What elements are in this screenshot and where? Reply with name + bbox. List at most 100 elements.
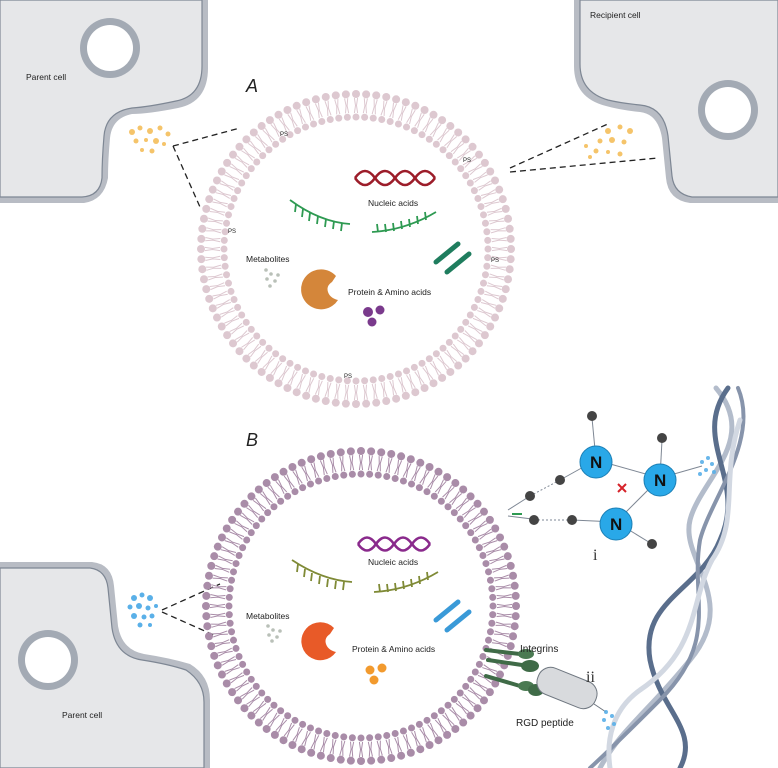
- lipid-tail: [301, 465, 311, 482]
- lipid-tail: [310, 462, 320, 478]
- lipid-tail: [489, 273, 505, 281]
- lipid-head-outer: [434, 736, 443, 745]
- lipid-tail: [305, 377, 315, 393]
- lipid-head-inner: [252, 682, 260, 690]
- lipid-head-outer: [207, 642, 216, 651]
- lipid-head-inner: [481, 219, 489, 227]
- lipid-tail: [437, 127, 450, 143]
- lipid-tail: [296, 108, 306, 125]
- lipid-head-inner: [457, 165, 465, 173]
- lipid-head-inner: [294, 127, 302, 135]
- lipid-tail: [211, 621, 227, 628]
- lipid-head-inner: [326, 374, 334, 382]
- lipid-head-inner: [369, 376, 377, 384]
- lipid-tail: [206, 227, 222, 234]
- lipid-head-inner: [437, 497, 445, 505]
- lipid-head-inner: [243, 536, 251, 544]
- lipid-head-outer: [466, 492, 475, 501]
- lipid-head-outer: [474, 150, 483, 159]
- svg-text:PS: PS: [344, 374, 352, 380]
- lipid-head-outer: [205, 294, 214, 303]
- lipid-tail: [429, 122, 442, 138]
- lipid-tail: [496, 603, 513, 609]
- lipid-head-outer: [197, 234, 206, 243]
- lipid-head-inner: [277, 497, 285, 505]
- lipid-head-outer: [501, 285, 510, 294]
- lipid-head-outer: [401, 98, 410, 107]
- lipid-tail: [254, 134, 268, 149]
- lipid-tail: [234, 330, 250, 343]
- lipid-tail: [491, 237, 507, 243]
- lipid-head-inner: [462, 318, 470, 326]
- lipid-head-inner: [299, 720, 307, 728]
- lipid-tail: [246, 694, 261, 708]
- protein-b: [301, 622, 336, 661]
- nucleic-acids-label-a: Nucleic acids: [368, 198, 418, 208]
- lipid-head-outer: [397, 751, 406, 760]
- lipid-head-outer: [247, 492, 256, 501]
- vesicles-b: [127, 592, 158, 628]
- lipid-tail: [362, 384, 368, 400]
- lipid-tail: [262, 355, 275, 371]
- lipid-head-outer: [198, 224, 207, 233]
- lipid-head-outer: [505, 265, 514, 274]
- lipid-head-inner: [242, 172, 250, 180]
- lipid-head-outer: [205, 195, 214, 204]
- lipid-tail: [444, 134, 458, 149]
- lipid-head-inner: [483, 228, 491, 236]
- lipid-head-inner: [471, 536, 479, 544]
- protein-a: [301, 269, 338, 310]
- metabolites-b: [266, 624, 282, 643]
- lipid-head-outer: [506, 234, 515, 243]
- lipid-tail: [419, 727, 430, 743]
- lipid-tail: [296, 373, 306, 390]
- lipid-tail: [389, 379, 398, 396]
- lipid-head-outer: [367, 756, 376, 765]
- lipid-head-inner: [226, 619, 234, 627]
- lipid-head-inner: [301, 367, 309, 375]
- lipid-tail: [491, 639, 508, 648]
- lipid-head-outer: [202, 591, 211, 600]
- vesicles-a-left: [129, 125, 171, 154]
- lipid-head-inner: [357, 734, 365, 742]
- lipid-head-inner: [238, 311, 246, 319]
- lipid-head-inner: [239, 544, 247, 552]
- lipid-head-outer: [479, 507, 488, 516]
- lipid-head-outer: [501, 204, 510, 213]
- lipid-head-outer: [451, 479, 460, 488]
- lipid-head-outer: [265, 116, 274, 125]
- svg-text:PS: PS: [280, 132, 288, 138]
- lipid-head-outer: [242, 354, 251, 363]
- metabolites-label-a: Metabolites: [246, 254, 289, 264]
- lipid-head-inner: [489, 602, 497, 610]
- lipid-tail: [490, 264, 506, 271]
- lipid-tail: [385, 457, 393, 473]
- lipid-head-outer: [213, 542, 222, 551]
- lipid-head-outer: [461, 135, 470, 144]
- lipid-head-outer: [283, 105, 292, 114]
- lipid-head-inner: [323, 730, 331, 738]
- lipid-head-outer: [316, 751, 325, 760]
- lipid-head-outer: [202, 204, 211, 213]
- lipid-tail: [334, 383, 341, 399]
- zoom-lines-b: [161, 583, 221, 637]
- lipid-head-outer: [372, 91, 381, 100]
- panel-a: Parent cell Recipient cell: [0, 0, 778, 408]
- lipid-head-outer: [202, 612, 211, 621]
- collagen-fibers: [588, 385, 746, 768]
- lipid-tail: [397, 377, 407, 393]
- lipid-tail: [283, 474, 295, 490]
- lipid-head-inner: [310, 370, 318, 378]
- lipid-head-inner: [418, 131, 426, 139]
- lipid-head-inner: [247, 325, 255, 333]
- lipid-tail: [367, 455, 373, 471]
- lipid-head-outer: [503, 552, 512, 561]
- lipid-tail: [472, 315, 488, 327]
- lipid-head-outer: [270, 730, 279, 739]
- lipid-head-outer: [292, 388, 301, 397]
- lipid-head-outer: [506, 561, 515, 570]
- lipid-tail: [324, 382, 332, 398]
- lipid-tail: [217, 647, 233, 657]
- lipid-head-inner: [291, 488, 299, 496]
- lipid-head-inner: [225, 602, 233, 610]
